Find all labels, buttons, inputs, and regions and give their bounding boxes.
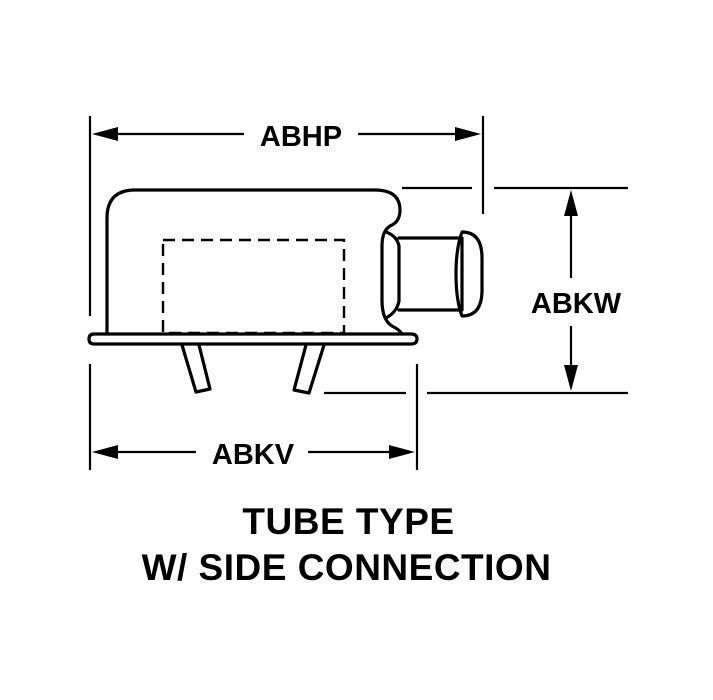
base-plate [87, 332, 419, 346]
pin-right [292, 343, 326, 395]
arrowhead-left [92, 127, 118, 141]
housing-outline [105, 188, 404, 336]
arrowhead-base-left [92, 445, 118, 459]
arrowhead-base-right [389, 445, 415, 459]
dimension-base-width: ABKV [88, 364, 419, 471]
dimension-label-height: ABKW [531, 288, 622, 320]
connector-tube [397, 236, 464, 312]
internal-element-hidden [161, 238, 346, 335]
arrowhead-down [564, 365, 578, 391]
dimension-label-base: ABKV [212, 439, 295, 471]
arrowhead-right [455, 127, 481, 141]
dimension-label-top: ABHP [260, 121, 342, 153]
caption-line-2: W/ SIDE CONNECTION [141, 547, 552, 588]
pin-left [180, 343, 212, 394]
arrowhead-up [564, 190, 578, 216]
dimension-top-width: ABHP [88, 116, 485, 316]
dimension-height: ABKW [324, 186, 628, 395]
side-connector [384, 230, 401, 320]
caption-line-1: TUBE TYPE [242, 501, 455, 542]
component-body [87, 188, 484, 395]
connector-end-cap [454, 230, 484, 318]
